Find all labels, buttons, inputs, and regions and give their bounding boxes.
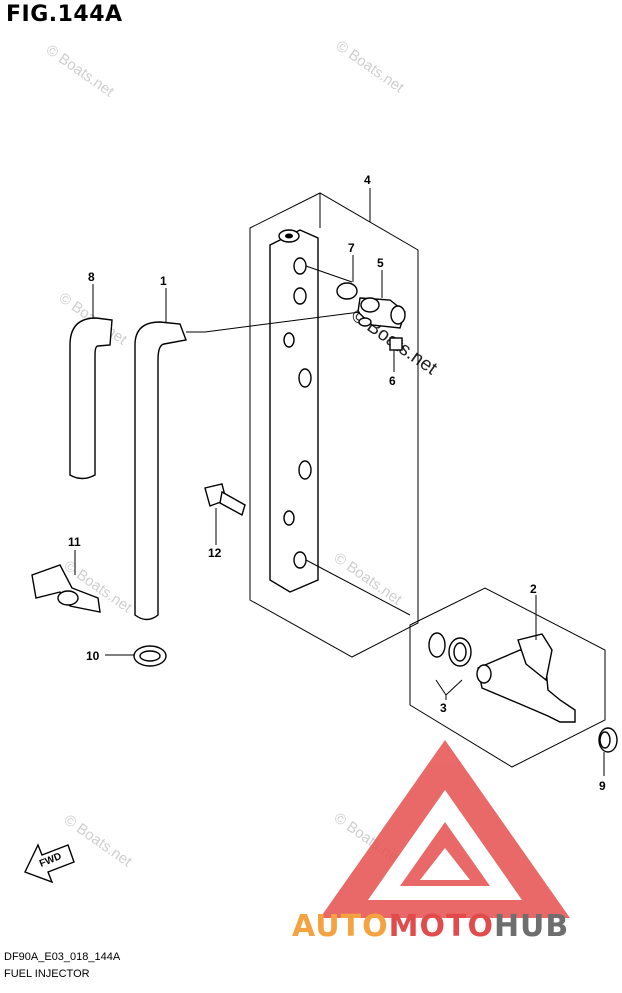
part-3-o-ring bbox=[428, 632, 446, 658]
logo-text: AUTOMOTOHUB bbox=[292, 909, 569, 944]
callout-10: 10 bbox=[86, 649, 100, 663]
callout-12: 12 bbox=[208, 546, 222, 560]
callout-6: 6 bbox=[389, 374, 396, 388]
logo-triangle bbox=[320, 740, 570, 918]
callout-5: 5 bbox=[377, 256, 384, 270]
logo-moto: MOTO bbox=[389, 909, 494, 944]
part-7-o-ring bbox=[336, 282, 358, 300]
part-12-bolt bbox=[204, 483, 246, 517]
callout-1: 1 bbox=[160, 274, 167, 288]
callout-7: 7 bbox=[348, 241, 355, 255]
diagram-code: DF90A_E03_018_144A bbox=[4, 951, 121, 963]
part-5-joint-fitting bbox=[357, 297, 406, 329]
diagram-name: FUEL INJECTOR bbox=[4, 968, 90, 980]
part-2-fuel-injector bbox=[409, 587, 606, 768]
figure-title: FIG.144A bbox=[6, 2, 123, 27]
callout-9: 9 bbox=[599, 779, 606, 793]
part-8-hose bbox=[69, 317, 113, 480]
callout-11: 11 bbox=[68, 535, 81, 549]
leader-lines bbox=[74, 188, 605, 776]
logo-hub: HUB bbox=[494, 909, 569, 944]
watermark: © Boats.net bbox=[333, 37, 408, 96]
fwd-arrow-icon: FWD bbox=[24, 843, 75, 884]
part-4-fuel-delivery-pipe bbox=[249, 192, 419, 658]
part-11-clip bbox=[31, 564, 101, 613]
callout-8: 8 bbox=[88, 270, 95, 284]
part-6-bolt bbox=[389, 337, 403, 351]
part-10-clamp bbox=[133, 645, 167, 667]
callout-4: 4 bbox=[364, 173, 371, 187]
part-9-seal bbox=[598, 727, 618, 753]
part-1-hose bbox=[134, 321, 187, 621]
callout-2: 2 bbox=[530, 582, 537, 596]
callout-3: 3 bbox=[440, 701, 447, 715]
watermark: © Boats.net bbox=[43, 41, 118, 100]
logo-auto: AUTO bbox=[292, 909, 389, 944]
